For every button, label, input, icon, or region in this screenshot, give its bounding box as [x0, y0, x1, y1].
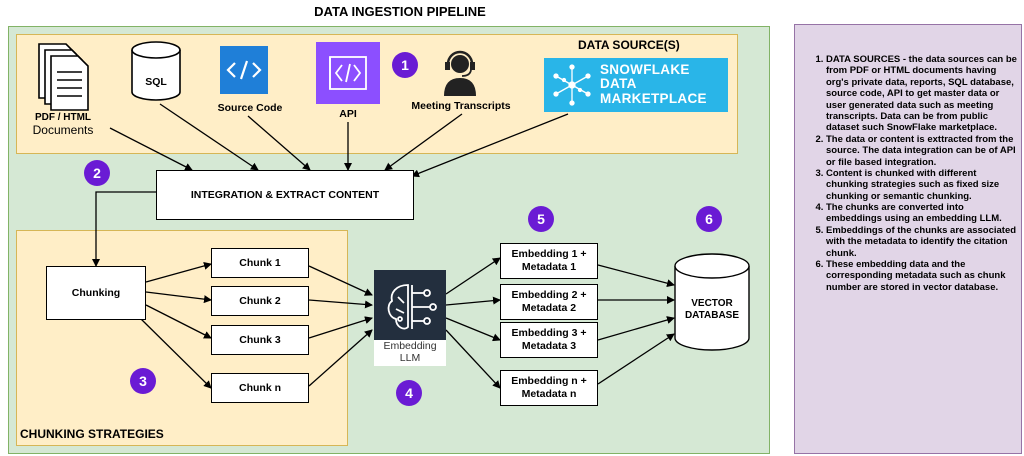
api-gateway-icon — [329, 56, 367, 90]
chunking-strategies-label: CHUNKING STRATEGIES — [20, 427, 164, 441]
embedding-llm-icon — [374, 270, 446, 344]
arrow-llm-to-embedding2 — [445, 296, 501, 306]
arrow-chunk3-to-llm — [308, 316, 373, 339]
vector-db-line2: DATABASE — [684, 310, 740, 321]
vector-db-line1: VECTOR — [691, 298, 733, 309]
embedding-3-line1: Embedding 3 + — [511, 327, 587, 340]
sql-database-icon — [131, 41, 181, 101]
embedding-3-box: Embedding 3 + Metadata 3 — [500, 322, 598, 358]
chunk-3-box: Chunk 3 — [211, 325, 309, 355]
embedding-2-line2: Metadata 2 — [521, 302, 577, 314]
arrow-pdf-to-integration — [109, 127, 193, 171]
embedding-3-line2: Metadata 3 — [521, 340, 577, 352]
arrow-embedding3-to-db — [597, 316, 675, 341]
embedding-2-box: Embedding 2 + Metadata 2 — [500, 284, 598, 320]
arrow-llm-to-embedding3 — [445, 317, 501, 342]
headset-person-icon — [444, 50, 476, 96]
sql-label: SQL — [145, 76, 167, 88]
arrow-embedding1-to-db — [597, 264, 675, 288]
note-item: Content is chunked with different chunki… — [826, 168, 1020, 202]
arrow-chunkn-to-llm — [308, 329, 373, 387]
notes-list: DATA SOURCES - the data sources can be f… — [810, 54, 1020, 293]
chunking-box: Chunking — [46, 266, 146, 320]
note-item: Embeddings of the chunks are associated … — [826, 225, 1020, 259]
arrow-llm-to-embedding1 — [445, 257, 501, 295]
note-item: These embedding data and the correspondi… — [826, 259, 1020, 293]
snowflake-text: SNOWFLAKE — [600, 62, 690, 77]
embedding-llm-label-line1: Embedding — [383, 340, 437, 352]
arrow-integration-to-chunking — [92, 191, 156, 267]
embedding-llm-label-bg — [374, 340, 446, 366]
arrow-meeting-to-integration — [384, 113, 463, 171]
embedding-1-line2: Metadata 1 — [521, 261, 577, 273]
meeting-transcripts-label: Meeting Transcripts — [411, 100, 511, 112]
documents-label: Documents — [32, 123, 94, 137]
code-brackets-icon — [226, 60, 262, 80]
arrow-embeddingn-to-db — [597, 333, 675, 385]
note-item: The data or content is exttracted from t… — [826, 134, 1020, 168]
chunk-1-box: Chunk 1 — [211, 248, 309, 278]
arrow-chunking-to-chunk1 — [145, 262, 212, 283]
step-badge-2: 2 — [84, 160, 110, 186]
documents-icon — [38, 43, 89, 111]
api-icon — [316, 42, 380, 104]
brain-circuit-icon — [387, 284, 437, 330]
embedding-n-line1: Embedding n + — [511, 375, 587, 388]
arrow-code-to-integration — [247, 115, 311, 171]
source-code-label: Source Code — [217, 102, 283, 114]
embedding-n-line2: Metadata n — [521, 388, 577, 400]
diagram-title: DATA INGESTION PIPELINE — [314, 4, 486, 19]
arrow-sql-to-integration — [159, 103, 259, 171]
snowflake-network-icon — [553, 64, 591, 106]
pdf-html-label: PDF / HTML — [34, 112, 92, 123]
step-badge-3: 3 — [130, 368, 156, 394]
embedding-n-box: Embedding n + Metadata n — [500, 370, 598, 406]
note-item: The chunks are converted into embeddings… — [826, 202, 1020, 225]
arrow-chunk1-to-llm — [308, 265, 373, 296]
arrow-llm-to-embeddingn — [445, 329, 501, 389]
step-badge-6: 6 — [696, 206, 722, 232]
arrow-chunking-to-chunkn — [139, 317, 212, 389]
data-text: DATA — [600, 76, 637, 92]
step-badge-1: 1 — [392, 52, 418, 78]
step-badge-4: 4 — [396, 380, 422, 406]
arrow-snowflake-to-integration — [411, 113, 569, 178]
data-sources-label: DATA SOURCE(S) — [578, 38, 680, 52]
notes-panel — [794, 24, 1022, 454]
embedding-1-line1: Embedding 1 + — [511, 248, 587, 261]
api-label: API — [339, 108, 357, 120]
arrow-chunk2-to-llm — [308, 299, 373, 309]
integration-extract-box: INTEGRATION & EXTRACT CONTENT — [156, 170, 414, 220]
embedding-llm-label-line2: LLM — [399, 352, 421, 364]
arrow-chunking-to-chunk3 — [145, 304, 212, 339]
step-badge-5: 5 — [528, 206, 554, 232]
embedding-2-line1: Embedding 2 + — [511, 289, 587, 302]
snowflake-marketplace-logo: SNOWFLAKE DATA MARKETPLACE — [544, 58, 728, 112]
marketplace-text: MARKETPLACE — [600, 90, 707, 106]
arrow-chunking-to-chunk2 — [145, 291, 212, 304]
note-item: DATA SOURCES - the data sources can be f… — [826, 54, 1020, 134]
source-code-icon — [220, 46, 268, 94]
chunk-n-box: Chunk n — [211, 373, 309, 403]
chunk-2-box: Chunk 2 — [211, 286, 309, 316]
embedding-1-box: Embedding 1 + Metadata 1 — [500, 243, 598, 279]
vector-database-icon — [674, 253, 750, 351]
